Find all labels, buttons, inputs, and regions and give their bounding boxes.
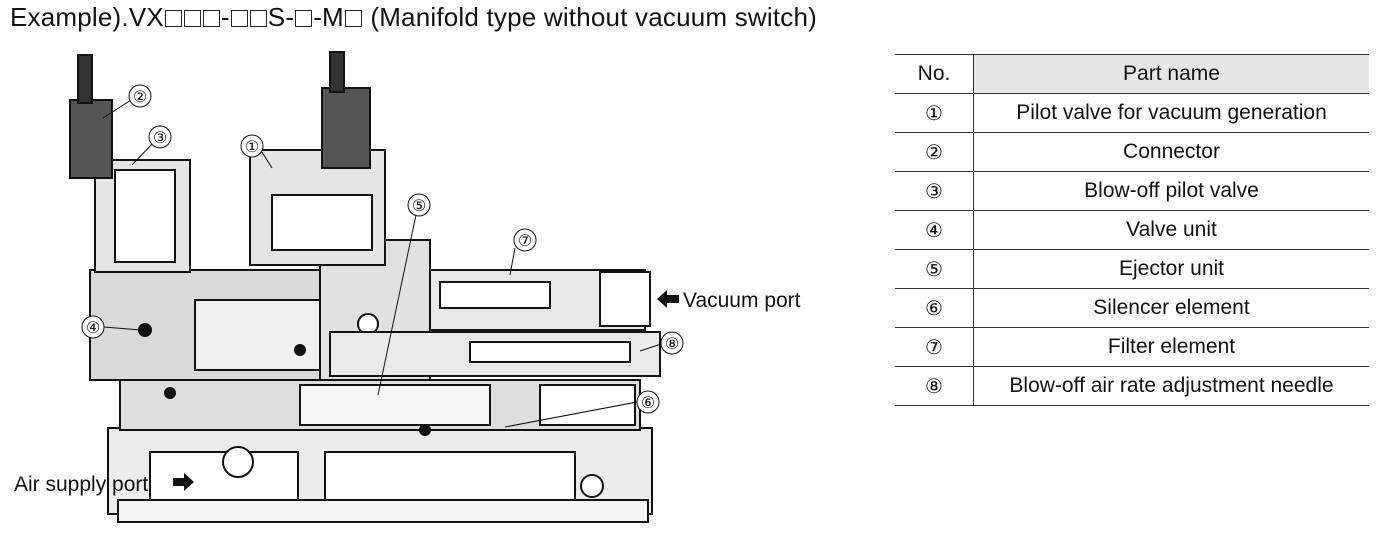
title-prefix: Example).VX xyxy=(10,2,164,32)
model-box-icon xyxy=(230,10,248,27)
title-suffix: (Manifold type without vacuum switch) xyxy=(362,2,818,32)
model-box-icon xyxy=(183,10,201,27)
row-part-name: Connector xyxy=(973,132,1369,172)
row-no: ⑤ xyxy=(895,249,974,289)
row-part-name: Valve unit xyxy=(973,210,1369,250)
air-supply-port-label: Air supply port xyxy=(14,473,148,496)
ejector-body-drawing xyxy=(69,51,661,523)
row-no: ③ xyxy=(895,171,974,211)
model-box-icon xyxy=(202,10,220,27)
row-no: ① xyxy=(895,93,974,133)
model-box-icon xyxy=(249,10,267,27)
header-part-name: Part name xyxy=(973,54,1369,94)
title-seg2: S- xyxy=(267,2,295,32)
row-no: ⑦ xyxy=(895,327,974,367)
row-no: ⑥ xyxy=(895,288,974,328)
callout-markers xyxy=(81,84,684,414)
air-supply-port-callout: Air supply port xyxy=(14,473,194,496)
callout-3: ③ xyxy=(153,128,167,147)
vacuum-port-label: Vacuum port xyxy=(683,289,801,312)
callout-4: ④ xyxy=(86,318,100,337)
leader-lines xyxy=(102,99,662,428)
callout-numbers: ② ③ ① ④ ⑤ ⑦ ⑧ ⑥ xyxy=(86,87,679,412)
callout-2: ② xyxy=(133,87,147,106)
air-supply-arrow-icon xyxy=(173,473,194,491)
row-no: ④ xyxy=(895,210,974,250)
table-header-row: No. Part name xyxy=(895,54,1369,94)
page-title: Example).VX - S- -M (Manifold type without … xyxy=(10,2,817,33)
callout-7: ⑦ xyxy=(518,231,532,250)
vacuum-port-callout: Vacuum port xyxy=(657,289,801,312)
model-box-icon xyxy=(164,10,182,27)
row-part-name: Pilot valve for vacuum generation xyxy=(973,93,1369,133)
title-seg1: - xyxy=(220,2,230,32)
row-part-name: Blow-off pilot valve xyxy=(973,171,1369,211)
callout-6: ⑥ xyxy=(641,393,655,412)
title-seg3: -M xyxy=(313,2,344,32)
row-no: ⑧ xyxy=(895,366,974,406)
vacuum-port-arrow-icon xyxy=(657,290,679,308)
callout-5: ⑤ xyxy=(412,196,426,215)
row-no: ② xyxy=(895,132,974,172)
row-part-name: Ejector unit xyxy=(973,249,1369,289)
model-box-icon xyxy=(295,10,313,27)
row-part-name: Blow-off air rate adjustment needle xyxy=(973,366,1369,406)
callout-8: ⑧ xyxy=(665,334,679,353)
model-box-icon xyxy=(344,10,362,27)
callout-1: ① xyxy=(245,137,259,156)
header-no: No. xyxy=(895,54,974,94)
row-part-name: Silencer element xyxy=(973,288,1369,328)
row-part-name: Filter element xyxy=(973,327,1369,367)
